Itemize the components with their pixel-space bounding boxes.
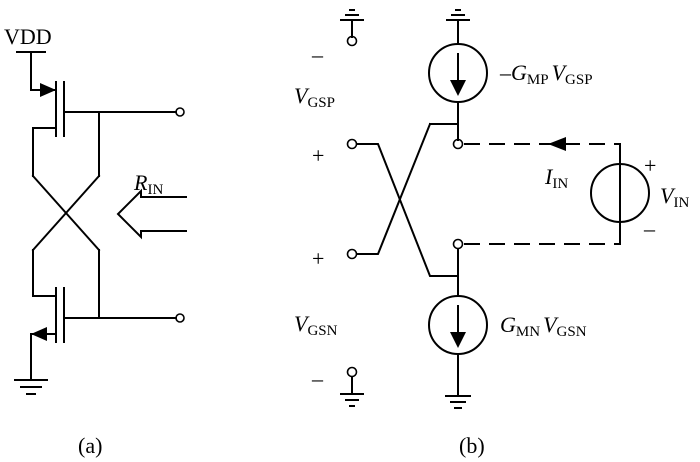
minus-top-label: – — [311, 42, 324, 67]
node-top — [452, 138, 464, 150]
nmos-arrow — [31, 327, 47, 341]
iin-label: IIN — [544, 164, 568, 192]
rin-arrow — [116, 188, 187, 240]
minus-bottom-label: – — [311, 366, 324, 391]
vin-label: VIN — [660, 183, 689, 211]
plus-top-label: + — [312, 143, 324, 168]
node-bottom — [452, 238, 464, 250]
vgsn-label: VGSN — [294, 311, 338, 339]
plus-bottom-label: + — [312, 246, 324, 271]
caption-b: (b) — [459, 433, 485, 458]
voltage-source-vin — [590, 163, 650, 223]
terminal-gsp-plus — [346, 138, 358, 150]
ground-symbol-bottom — [445, 395, 471, 409]
gate-terminal-top — [175, 107, 185, 117]
caption-a: (a) — [78, 433, 102, 458]
test-source-loop — [464, 137, 621, 245]
ground-symbol-a — [14, 379, 48, 395]
terminal-gsn-minus — [346, 366, 358, 378]
nmos-transistor — [30, 275, 177, 381]
cross-coupling — [31, 149, 101, 319]
pmos-transistor — [30, 81, 177, 177]
rin-label: RIN — [133, 170, 163, 198]
vdd-label: VDD — [4, 24, 52, 49]
terminal-gsn-plus — [346, 248, 358, 260]
vgsp-label: VGSP — [294, 83, 335, 111]
terminal-gsp-minus — [346, 35, 358, 47]
vin-plus-label: + — [644, 153, 656, 178]
iin-arrow — [548, 137, 566, 151]
current-source-bottom — [428, 295, 488, 397]
ground-symbol-top-left — [340, 9, 364, 38]
cross-wires-b — [356, 122, 459, 277]
pmos-arrow — [40, 83, 56, 97]
gate-terminal-bottom — [175, 313, 185, 323]
current-source-top — [428, 43, 488, 141]
panel-a: VDD RIN (a) — [4, 24, 187, 458]
vin-minus-label: – — [643, 216, 656, 241]
ground-symbol-bottom-left — [340, 376, 364, 407]
ground-symbol-top — [446, 9, 470, 45]
